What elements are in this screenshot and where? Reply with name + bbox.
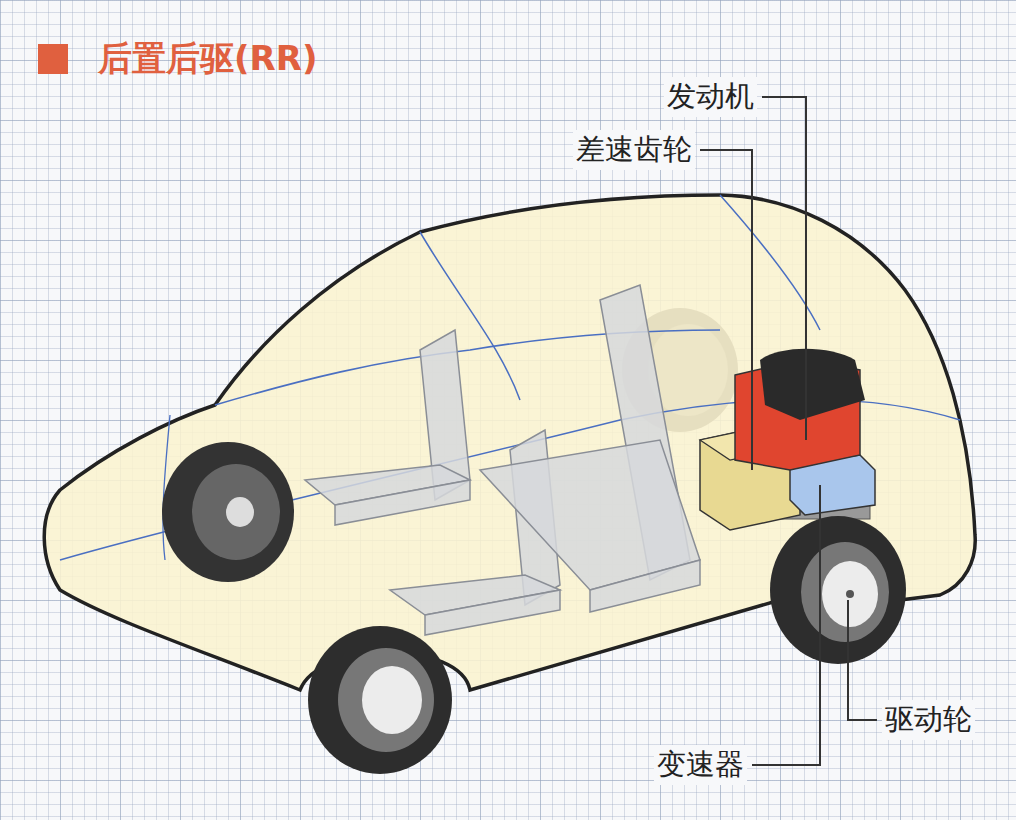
drivetrain	[700, 349, 875, 530]
diagram-title: 后置后驱(RR)	[98, 36, 317, 82]
part-label: 驱动轮	[882, 700, 975, 740]
car-body	[44, 195, 975, 690]
seats	[305, 285, 700, 635]
drive-wheel	[770, 516, 906, 664]
leader-lines	[700, 97, 877, 765]
front-near-wheel	[308, 626, 452, 774]
part-label: 变速器	[654, 745, 747, 785]
part-label: 差速齿轮	[573, 130, 695, 170]
part-label: 发动机	[664, 77, 757, 117]
title-marker	[38, 44, 68, 74]
front-far-wheel	[162, 442, 294, 582]
